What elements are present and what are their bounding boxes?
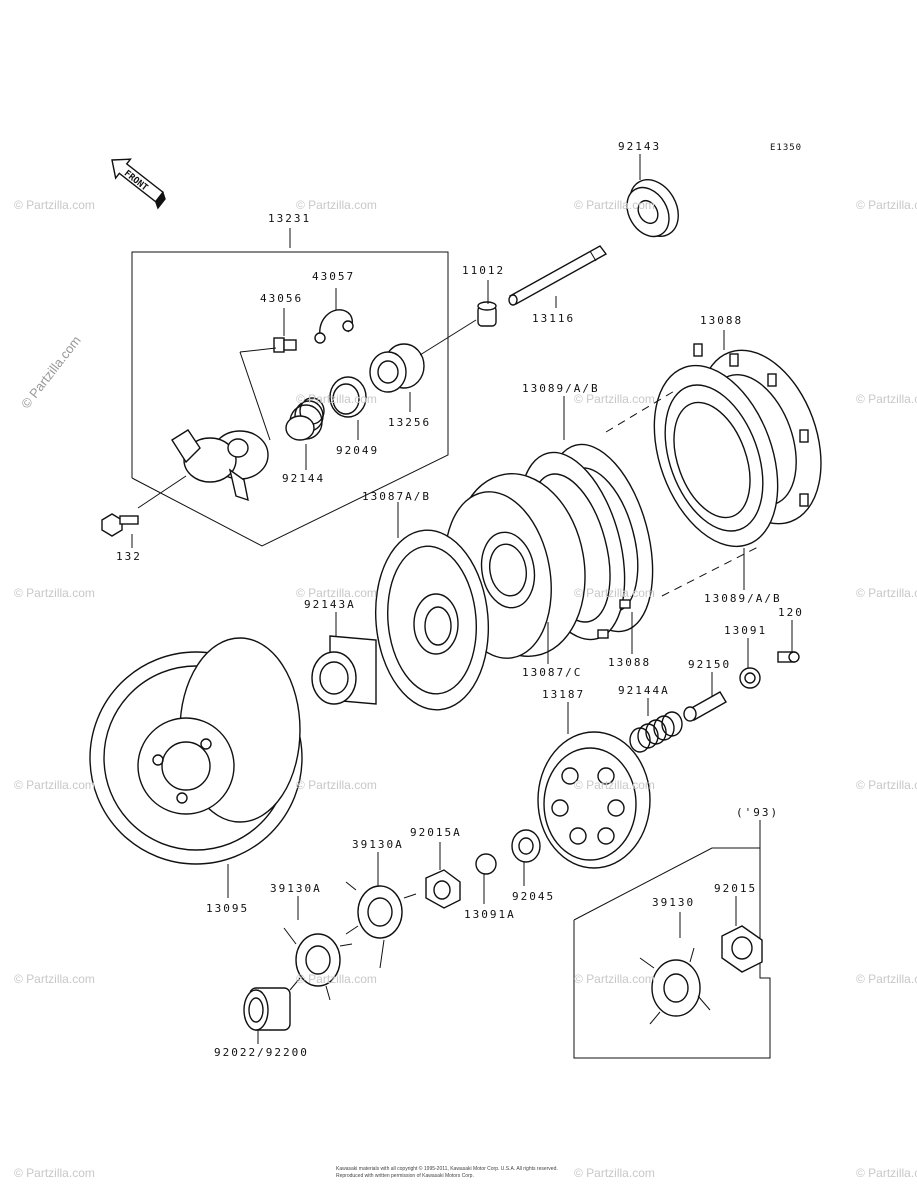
bearing-92045	[511, 829, 541, 863]
part-label-92022-92200: 92022/92200	[214, 1046, 309, 1059]
part-label-92015: 92015	[714, 882, 758, 895]
part-label-13231: 13231	[268, 212, 312, 225]
part-label-39130: 39130	[652, 896, 696, 909]
part-label-13095: 13095	[206, 902, 250, 915]
part-label-92144a: 92144A	[618, 684, 670, 697]
copyright-line-2: Reproduced with written permission of Ka…	[336, 1173, 474, 1179]
part-label-92150: 92150	[688, 658, 732, 671]
part-label-13088-bottom: 13088	[608, 656, 652, 669]
clip-43057	[314, 309, 354, 344]
part-label-92015a: 92015A	[410, 826, 462, 839]
watermark-16: © Partzilla.com	[14, 972, 95, 986]
part-label-13089-bottom: 13089/A/B	[704, 592, 782, 605]
watermark-8: © Partzilla.com	[14, 586, 95, 600]
part-label-92049: 92049	[336, 444, 380, 457]
variant-93-outline	[573, 820, 771, 1059]
washer-92143	[626, 179, 679, 238]
lockwasher-39130	[639, 947, 711, 1025]
nut-92015	[721, 925, 763, 973]
part-label-13091a: 13091A	[464, 908, 516, 921]
variant-93-label: ('93)	[736, 806, 780, 819]
part-label-92143a: 92143A	[304, 598, 356, 611]
part-label-13187: 13187	[542, 688, 586, 701]
watermark-20: © Partzilla.com	[14, 1166, 95, 1180]
part-label-92144: 92144	[282, 472, 326, 485]
plate-13089-upper	[653, 364, 779, 548]
watermark-1: © Partzilla.com	[14, 198, 95, 212]
seal-92049	[329, 376, 367, 418]
part-label-132: 132	[116, 550, 142, 563]
watermark-5: © Partzilla.com	[296, 392, 377, 406]
spring-92144a	[629, 711, 683, 753]
leader-lines	[131, 154, 793, 1044]
part-label-13256: 13256	[388, 416, 432, 429]
watermark-17: © Partzilla.com	[296, 972, 377, 986]
part-label-11012: 11012	[462, 264, 506, 277]
lockwasher-39130a-lower	[283, 927, 353, 1001]
bushing-11012	[477, 301, 497, 327]
spring-92144	[285, 397, 325, 441]
watermark-12: © Partzilla.com	[14, 778, 95, 792]
part-label-13088-top: 13088	[700, 314, 744, 327]
watermark-11: © Partzilla.com	[856, 586, 917, 600]
watermark-18: © Partzilla.com	[574, 972, 655, 986]
bolt-132	[101, 513, 139, 537]
watermark-7: © Partzilla.com	[856, 392, 917, 406]
collar-92143a	[311, 635, 377, 705]
part-label-43057: 43057	[312, 270, 356, 283]
watermark-14: © Partzilla.com	[574, 778, 655, 792]
watermark-13: © Partzilla.com	[296, 778, 377, 792]
screw-120	[777, 651, 800, 663]
part-label-13091: 13091	[724, 624, 768, 637]
group-13231-outline	[131, 228, 449, 547]
copyright-line-1: Kawasaki materials with all copyright © …	[336, 1166, 558, 1172]
cap-13091a	[475, 853, 497, 875]
part-label-92143: 92143	[618, 140, 662, 153]
part-label-43056: 43056	[260, 292, 304, 305]
needle-bearing-92022	[243, 987, 291, 1031]
lockwasher-39130a-upper	[345, 881, 417, 969]
bearing-13256	[369, 319, 477, 393]
part-label-13087c: 13087/C	[522, 666, 583, 679]
release-lever-assembly	[137, 429, 269, 509]
watermark-10: © Partzilla.com	[574, 586, 655, 600]
diagram-code-label: E1350	[770, 143, 803, 153]
pushrod-13116	[508, 245, 608, 306]
part-label-13087ab: 13087A/B	[362, 490, 431, 503]
watermark-9: © Partzilla.com	[296, 586, 377, 600]
watermark-4: © Partzilla.com	[856, 198, 917, 212]
copyright-notice: Kawasaki materials with all copyright © …	[336, 1166, 558, 1180]
spring-plate-13187	[537, 731, 651, 869]
watermark-21: © Partzilla.com	[574, 1166, 655, 1180]
part-label-13116: 13116	[532, 312, 576, 325]
watermark-2: © Partzilla.com	[296, 198, 377, 212]
front-arrow-icon: FRONT	[111, 158, 166, 210]
watermark-6: © Partzilla.com	[574, 392, 655, 406]
watermark-22: © Partzilla.com	[856, 1166, 917, 1180]
nut-92015a	[425, 869, 461, 909]
part-label-39130a-upper: 39130A	[352, 838, 404, 851]
part-label-13089-top: 13089/A/B	[522, 382, 600, 395]
bolt-92150	[683, 691, 727, 722]
clutch-housing-13095	[89, 637, 303, 865]
watermark-15: © Partzilla.com	[856, 778, 917, 792]
watermark-19: © Partzilla.com	[856, 972, 917, 986]
pressure-plate-13087ab	[374, 529, 490, 711]
cap-13091	[739, 667, 761, 689]
part-label-120: 120	[778, 606, 804, 619]
watermark-3: © Partzilla.com	[574, 198, 655, 212]
bleeder-43056	[239, 337, 297, 441]
part-label-92045: 92045	[512, 890, 556, 903]
part-label-39130a-lower: 39130A	[270, 882, 322, 895]
